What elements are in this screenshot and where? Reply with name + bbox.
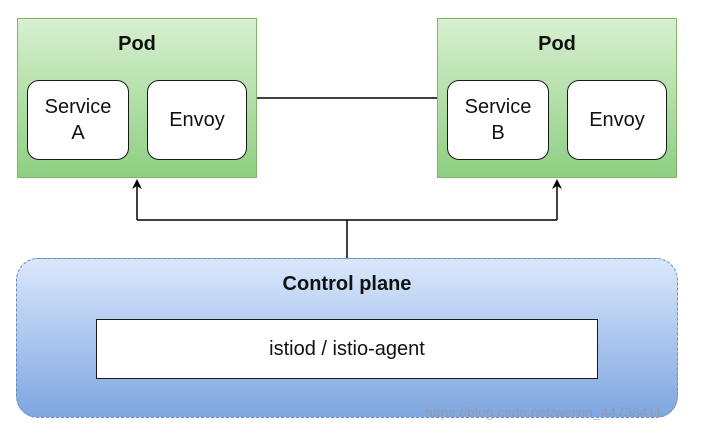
istiod-label: istiod / istio-agent bbox=[269, 337, 425, 360]
envoy-a-label: Envoy bbox=[169, 109, 225, 131]
envoy-b-box: Envoy bbox=[567, 80, 667, 160]
istiod-box: istiod / istio-agent bbox=[96, 319, 598, 379]
watermark-text: https://blog.csdn.net/weixin_44738411 bbox=[425, 404, 663, 420]
pod-b-title: Pod bbox=[538, 33, 576, 55]
control-plane: Control plane istiod / istio-agent bbox=[16, 258, 678, 418]
pod-a-title: Pod bbox=[118, 33, 156, 55]
service-a-box: Service A bbox=[27, 80, 129, 160]
envoy-a-box: Envoy bbox=[147, 80, 247, 160]
service-b-label: Service B bbox=[464, 96, 532, 144]
service-b-box: Service B bbox=[447, 80, 549, 160]
pod-b: Pod Service B Envoy bbox=[437, 18, 677, 178]
envoy-b-label: Envoy bbox=[589, 109, 645, 131]
service-a-label: Service A bbox=[44, 96, 112, 144]
control-plane-title: Control plane bbox=[282, 273, 412, 295]
pod-a: Pod Service A Envoy bbox=[17, 18, 257, 178]
